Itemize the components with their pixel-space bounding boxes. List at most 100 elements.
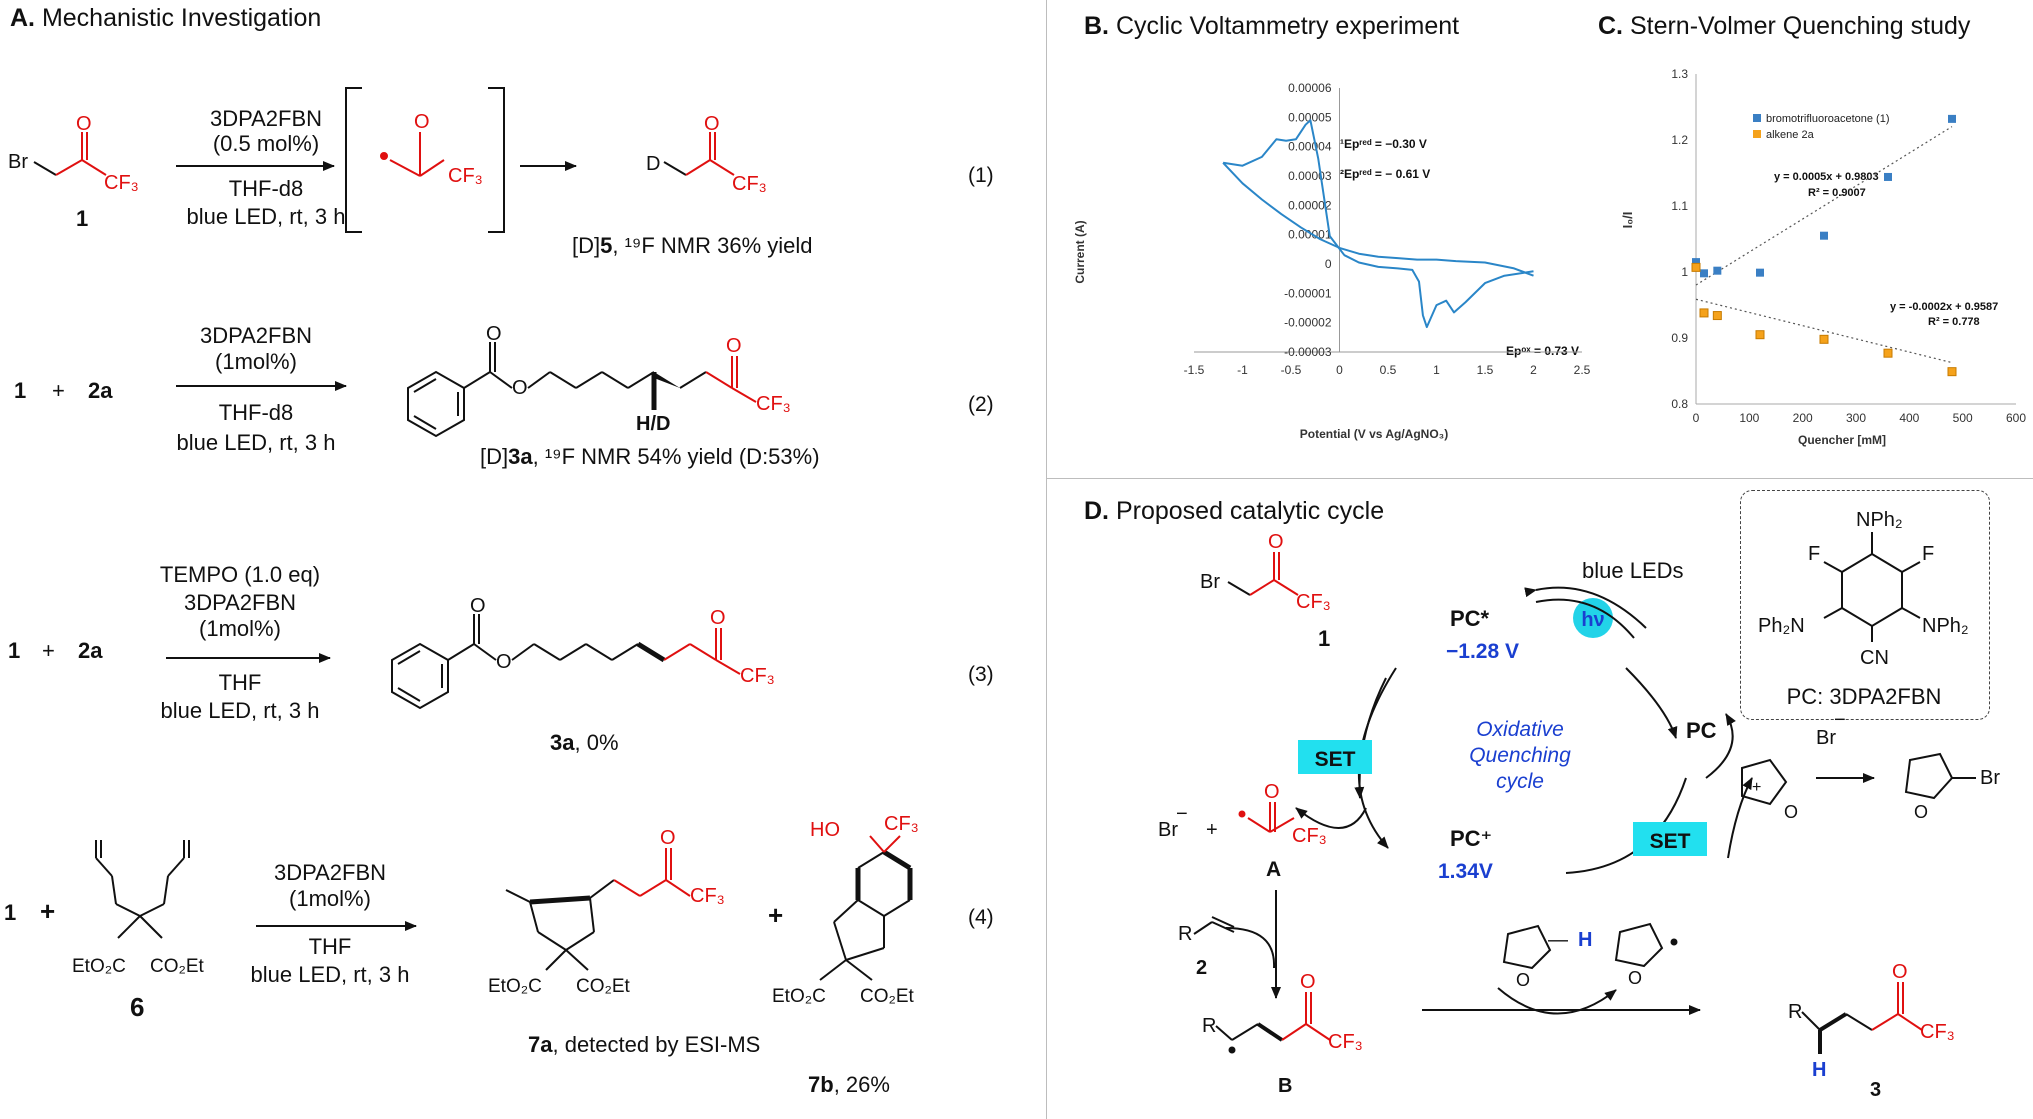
cf3-label: CF₃ [104,172,139,194]
svg-text:CF₃: CF₃ [1296,591,1331,613]
cv-x-tick-label: 2.5 [1574,363,1591,377]
oxygen-label: O [76,113,92,135]
panel-a-title: A. Mechanistic Investigation [10,4,321,33]
set-label-1: SET [1315,748,1356,771]
svg-text:D: D [646,153,660,175]
pc-structure [1823,532,1921,642]
r4-product-7a [505,848,691,971]
cv-x-tick-label: -0.5 [1281,363,1302,377]
svg-text:R: R [1178,923,1192,945]
pc-star-potential: −1.28 V [1446,640,1519,663]
panel-a-reactions: Br O CF₃ 1 3DPA2FBN (0.5 mol%) THF-d8 bl… [4,87,919,1097]
svg-text:O: O [1914,802,1928,822]
blue-leds-label: blue LEDs [1582,558,1684,583]
hv-label: hν [1581,609,1604,631]
svg-text:O: O [470,595,486,617]
svg-text:CO₂Et: CO₂Et [150,956,205,977]
radical-a [1247,802,1295,833]
r2-product [407,342,757,438]
r2-result: [D]3a, ¹⁹F NMR 54% yield (D:53%) [480,444,820,469]
r2-reactant-1: 1 [14,378,26,403]
svg-text:F: F [1808,543,1820,565]
r1-radical-bracket [345,87,505,233]
svg-text:CF₃: CF₃ [756,393,791,415]
sv-fit1-r2: R² = 0.9007 [1808,187,1866,199]
svg-text:O: O [1300,971,1316,993]
cv-y-tick-label: 0.00005 [1288,110,1332,124]
sv-x-tick-label: 500 [1953,411,1973,425]
br-label: Br [8,151,28,173]
sv-point [1947,367,1957,377]
r1-product-d5 [663,132,735,176]
cv-x-tick-label: -1.5 [1184,363,1205,377]
panel-d-title: D. Proposed catalytic cycle [1084,497,1384,526]
svg-text:NPh₂: NPh₂ [1922,615,1969,637]
panel-c-letter: C. [1598,12,1623,40]
panel-b-title-text: Cyclic Voltammetry experiment [1115,12,1460,40]
equation-number-2: (2) [968,393,994,416]
r4-product-b: 7b, 26% [808,1072,890,1097]
svg-text:CF₃: CF₃ [690,885,725,907]
stern-volmer-chart: I₀/I Quencher [mM] bromotrifluoroacetone… [1620,67,2026,447]
cv-y-tick-label: 0.00006 [1288,81,1332,95]
r4-substrate-6 [95,840,190,939]
r1-radical-cf3: CF₃ [448,165,483,187]
cv-y-tick-label: -0.00001 [1284,286,1332,300]
svg-text:O: O [1268,531,1284,553]
sv-x-tick-label: 200 [1793,411,1813,425]
pc-plus: PC⁺ [1450,826,1492,851]
cycle-label-b: B [1278,1075,1292,1097]
sv-point [1884,172,1892,181]
cycle-label-a: A [1266,858,1281,881]
r3-reactant-1: 1 [8,638,20,663]
svg-text:CN: CN [1860,647,1889,669]
r2-reagent-top1: 3DPA2FBN [200,323,312,348]
cv-x-tick-label: 2 [1530,363,1537,377]
svg-text:O: O [1784,802,1798,822]
sv-ylabel: I₀/I [1620,212,1635,229]
svg-text:−: − [1176,803,1188,825]
sv-point [1692,258,1700,267]
cycle-text-3: cycle [1496,770,1544,793]
hv-circle [1573,598,1613,638]
cv-chart: Current (A) Potential (V vs Ag/AgNO₃) ¹E… [1073,81,1591,441]
r3-plus: + [42,638,55,663]
cycle-text-2: Quenching [1469,744,1571,767]
svg-text:Br: Br [1200,571,1220,593]
compound-1-label: 1 [76,206,88,231]
cv-x-tick-label: 1 [1433,363,1440,377]
svg-text:+: + [1206,819,1218,841]
cycle-substrate-1 [1227,552,1299,596]
svg-text:Br: Br [1816,727,1836,749]
sv-y-tick-label: 1.2 [1671,133,1688,147]
svg-text:O: O [710,607,726,629]
photocatalyst-inset [1740,490,1990,720]
cv-y-tick-label: 0.00003 [1288,169,1332,183]
sv-y-tick-label: 0.9 [1671,331,1688,345]
svg-text:Ph₂N: Ph₂N [1758,615,1805,637]
r4-reactant-1: 1 [4,900,16,925]
sv-trendline [1695,298,1953,364]
svg-text:NPh₂: NPh₂ [1856,509,1903,531]
r3-result: 3a, 0% [550,730,619,755]
sv-point [1820,231,1828,240]
r4-reagent-bot1: THF [309,934,352,959]
cv-x-tick-label: 0 [1336,363,1343,377]
pc-star: PC* [1450,606,1490,631]
cycle-label-1: 1 [1318,626,1330,651]
svg-text:CF₃: CF₃ [1292,825,1327,847]
equation-number-4: (4) [968,906,994,929]
cycle-label-2: 2 [1196,957,1207,979]
sv-x-tick-label: 0 [1693,411,1700,425]
sv-point [1699,308,1709,318]
r3-reactant-2: 2a [78,638,103,663]
cv-y-tick-label: 0.00002 [1288,198,1332,212]
cv-annot-ep2: ²Epʳᵉᵈ = − 0.61 V [1340,167,1430,181]
r1-reagent-top2: (0.5 mol%) [213,131,319,156]
svg-text:HO: HO [810,819,840,841]
sv-fit2-eq: y = -0.0002x + 0.9587 [1890,301,1998,313]
r2-reactant-2: 2a [88,378,113,403]
pc-ground: PC [1686,718,1717,743]
r3-reagent-bot1: THF [219,670,262,695]
svg-text:H: H [1812,1059,1826,1081]
